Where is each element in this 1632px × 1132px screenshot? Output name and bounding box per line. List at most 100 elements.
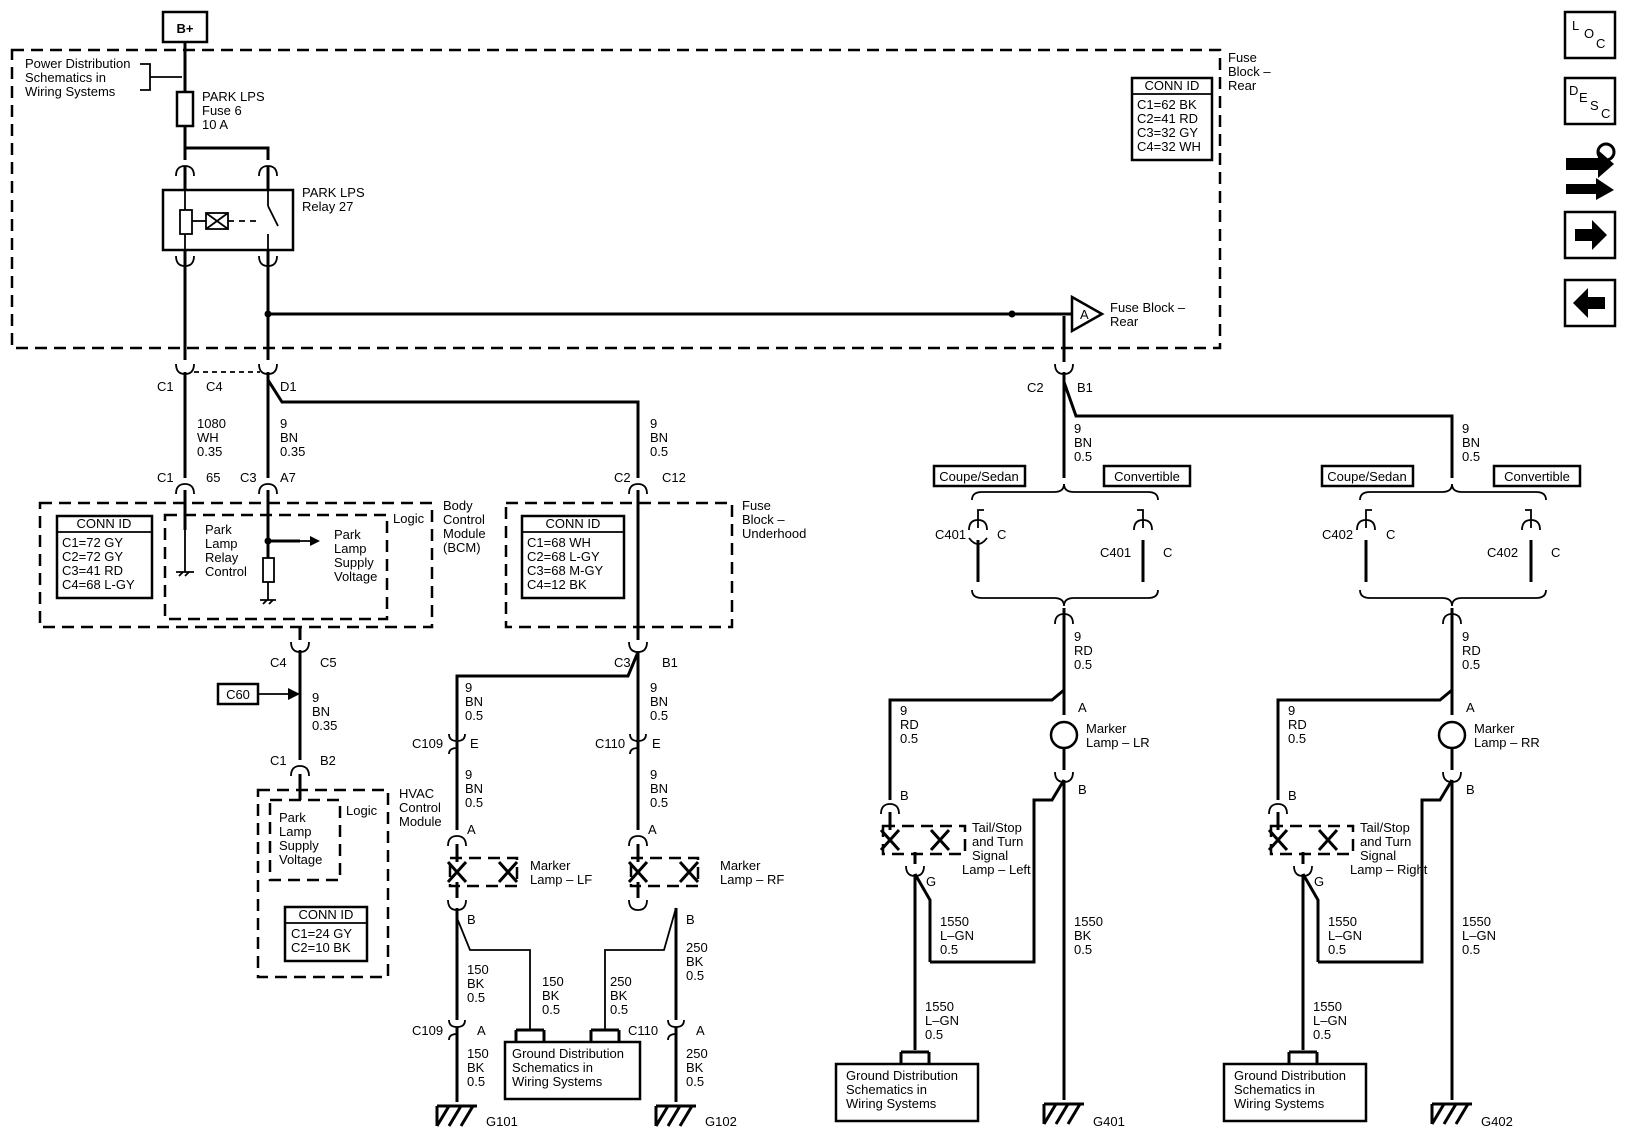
bcm-logic-label: Logic (393, 511, 425, 526)
svg-text:B: B (467, 912, 476, 927)
ground-distribution-right: Ground Distribution Schematics in Wiring… (1222, 1062, 1368, 1123)
svg-text:9 BN 0.5: 9 BN 0.5 (650, 416, 672, 459)
svg-text:C4: C4 (270, 655, 287, 670)
svg-text:B: B (1288, 788, 1297, 803)
option-coupe-sedan-left: Coupe/Sedan (932, 464, 1027, 488)
svg-text:G: G (1314, 874, 1324, 889)
svg-text:B: B (1466, 782, 1475, 797)
svg-text:C2=68 L-GY: C2=68 L-GY (527, 549, 600, 564)
svg-text:E: E (1579, 90, 1588, 105)
splice-reference-a (1070, 294, 1105, 334)
svg-text:B1: B1 (662, 655, 678, 670)
conn-id-bcm: CONN ID C1=72 GY C2=72 GY C3=41 RD C4=68… (55, 514, 154, 600)
ground-distribution-left: Ground Distribution Schematics in Wiring… (834, 1062, 980, 1123)
svg-text:Wiring Systems: Wiring Systems (1234, 1096, 1325, 1111)
svg-text:C2: C2 (1027, 380, 1044, 395)
svg-text:C: C (1551, 545, 1560, 560)
svg-text:C3=32 GY: C3=32 GY (1137, 125, 1198, 140)
svg-text:C109: C109 (412, 1023, 443, 1038)
svg-text:C2=72 GY: C2=72 GY (62, 549, 123, 564)
svg-text:CONN ID: CONN ID (77, 516, 132, 531)
svg-text:C402: C402 (1322, 527, 1353, 542)
svg-text:C4=68 L-GY: C4=68 L-GY (62, 577, 135, 592)
svg-text:C401: C401 (1100, 545, 1131, 560)
svg-text:Wiring Systems: Wiring Systems (846, 1096, 937, 1111)
svg-text:Coupe/Sedan: Coupe/Sedan (1327, 469, 1407, 484)
svg-text:C1: C1 (157, 379, 174, 394)
loc-button[interactable]: L O C (1563, 10, 1617, 60)
svg-text:A: A (477, 1023, 486, 1038)
svg-text:A7: A7 (280, 470, 296, 485)
fuse-label: PARK LPS Fuse 6 10 A (202, 89, 268, 132)
park-supply-label: Park Lamp Supply Voltage (334, 527, 377, 584)
option-convertible-right: Convertible (1492, 464, 1582, 488)
conn-id-hvac: CONN ID C1=24 GY C2=10 BK (283, 905, 369, 963)
svg-text:C1=68 WH: C1=68 WH (527, 535, 591, 550)
svg-text:Convertible: Convertible (1504, 469, 1570, 484)
svg-text:C1: C1 (270, 753, 287, 768)
marker-lamp-rf (629, 856, 700, 888)
connector-view-icon[interactable] (1566, 142, 1616, 200)
option-coupe-sedan-right: Coupe/Sedan (1320, 464, 1415, 488)
svg-text:C110: C110 (628, 1023, 658, 1038)
svg-text:CONN ID: CONN ID (299, 907, 354, 922)
svg-text:C: C (1601, 106, 1610, 121)
marker-lamp-lf (448, 856, 519, 888)
svg-text:C4: C4 (206, 379, 223, 394)
svg-text:D: D (1569, 83, 1578, 98)
svg-text:A: A (1080, 307, 1089, 322)
svg-text:Ground Distribution: Ground Distribution (512, 1046, 624, 1061)
svg-text:C4=32 WH: C4=32 WH (1137, 139, 1201, 154)
svg-text:C1=72 GY: C1=72 GY (62, 535, 123, 550)
svg-text:C: C (997, 527, 1006, 542)
desc-button[interactable]: D E S C (1563, 76, 1617, 126)
previous-arrow-button[interactable] (1563, 278, 1617, 328)
fuse-block-underhood-outline (504, 501, 734, 629)
svg-text:C: C (1163, 545, 1172, 560)
svg-text:E: E (652, 736, 661, 751)
next-arrow-button[interactable] (1563, 210, 1617, 260)
svg-text:CONN ID: CONN ID (1145, 78, 1200, 93)
svg-text:Schematics in: Schematics in (846, 1082, 927, 1097)
svg-text:C1: C1 (157, 470, 174, 485)
svg-text:C109: C109 (412, 736, 443, 751)
svg-text:C3: C3 (240, 470, 257, 485)
fuse-block-underhood-label: Fuse Block – Underhood (742, 498, 806, 541)
svg-text:C12: C12 (662, 470, 686, 485)
svg-text:L: L (1572, 18, 1579, 33)
svg-text:Ground Distribution: Ground Distribution (846, 1068, 958, 1083)
svg-text:Logic: Logic (346, 803, 378, 818)
svg-text:S: S (1590, 98, 1599, 113)
ground-distribution-center: Ground Distribution Schematics in Wiring… (503, 1040, 642, 1101)
svg-text:65: 65 (206, 470, 220, 485)
svg-text:9 BN 0.35: 9 BN 0.35 (312, 690, 337, 733)
svg-text:E: E (470, 736, 479, 751)
hvac-label: HVAC Control Module (399, 786, 445, 829)
fuse-block-rear-outline (10, 48, 1222, 350)
svg-text:C5: C5 (320, 655, 337, 670)
svg-text:C402: C402 (1487, 545, 1518, 560)
svg-text:Schematics in: Schematics in (1234, 1082, 1315, 1097)
hvac-supply-label: Park Lamp Supply Voltage (279, 810, 322, 867)
svg-text:O: O (1584, 26, 1594, 41)
svg-text:C60: C60 (226, 687, 250, 702)
conn-id-rear: CONN ID C1=62 BK C2=41 RD C3=32 GY C4=32… (1130, 76, 1214, 162)
